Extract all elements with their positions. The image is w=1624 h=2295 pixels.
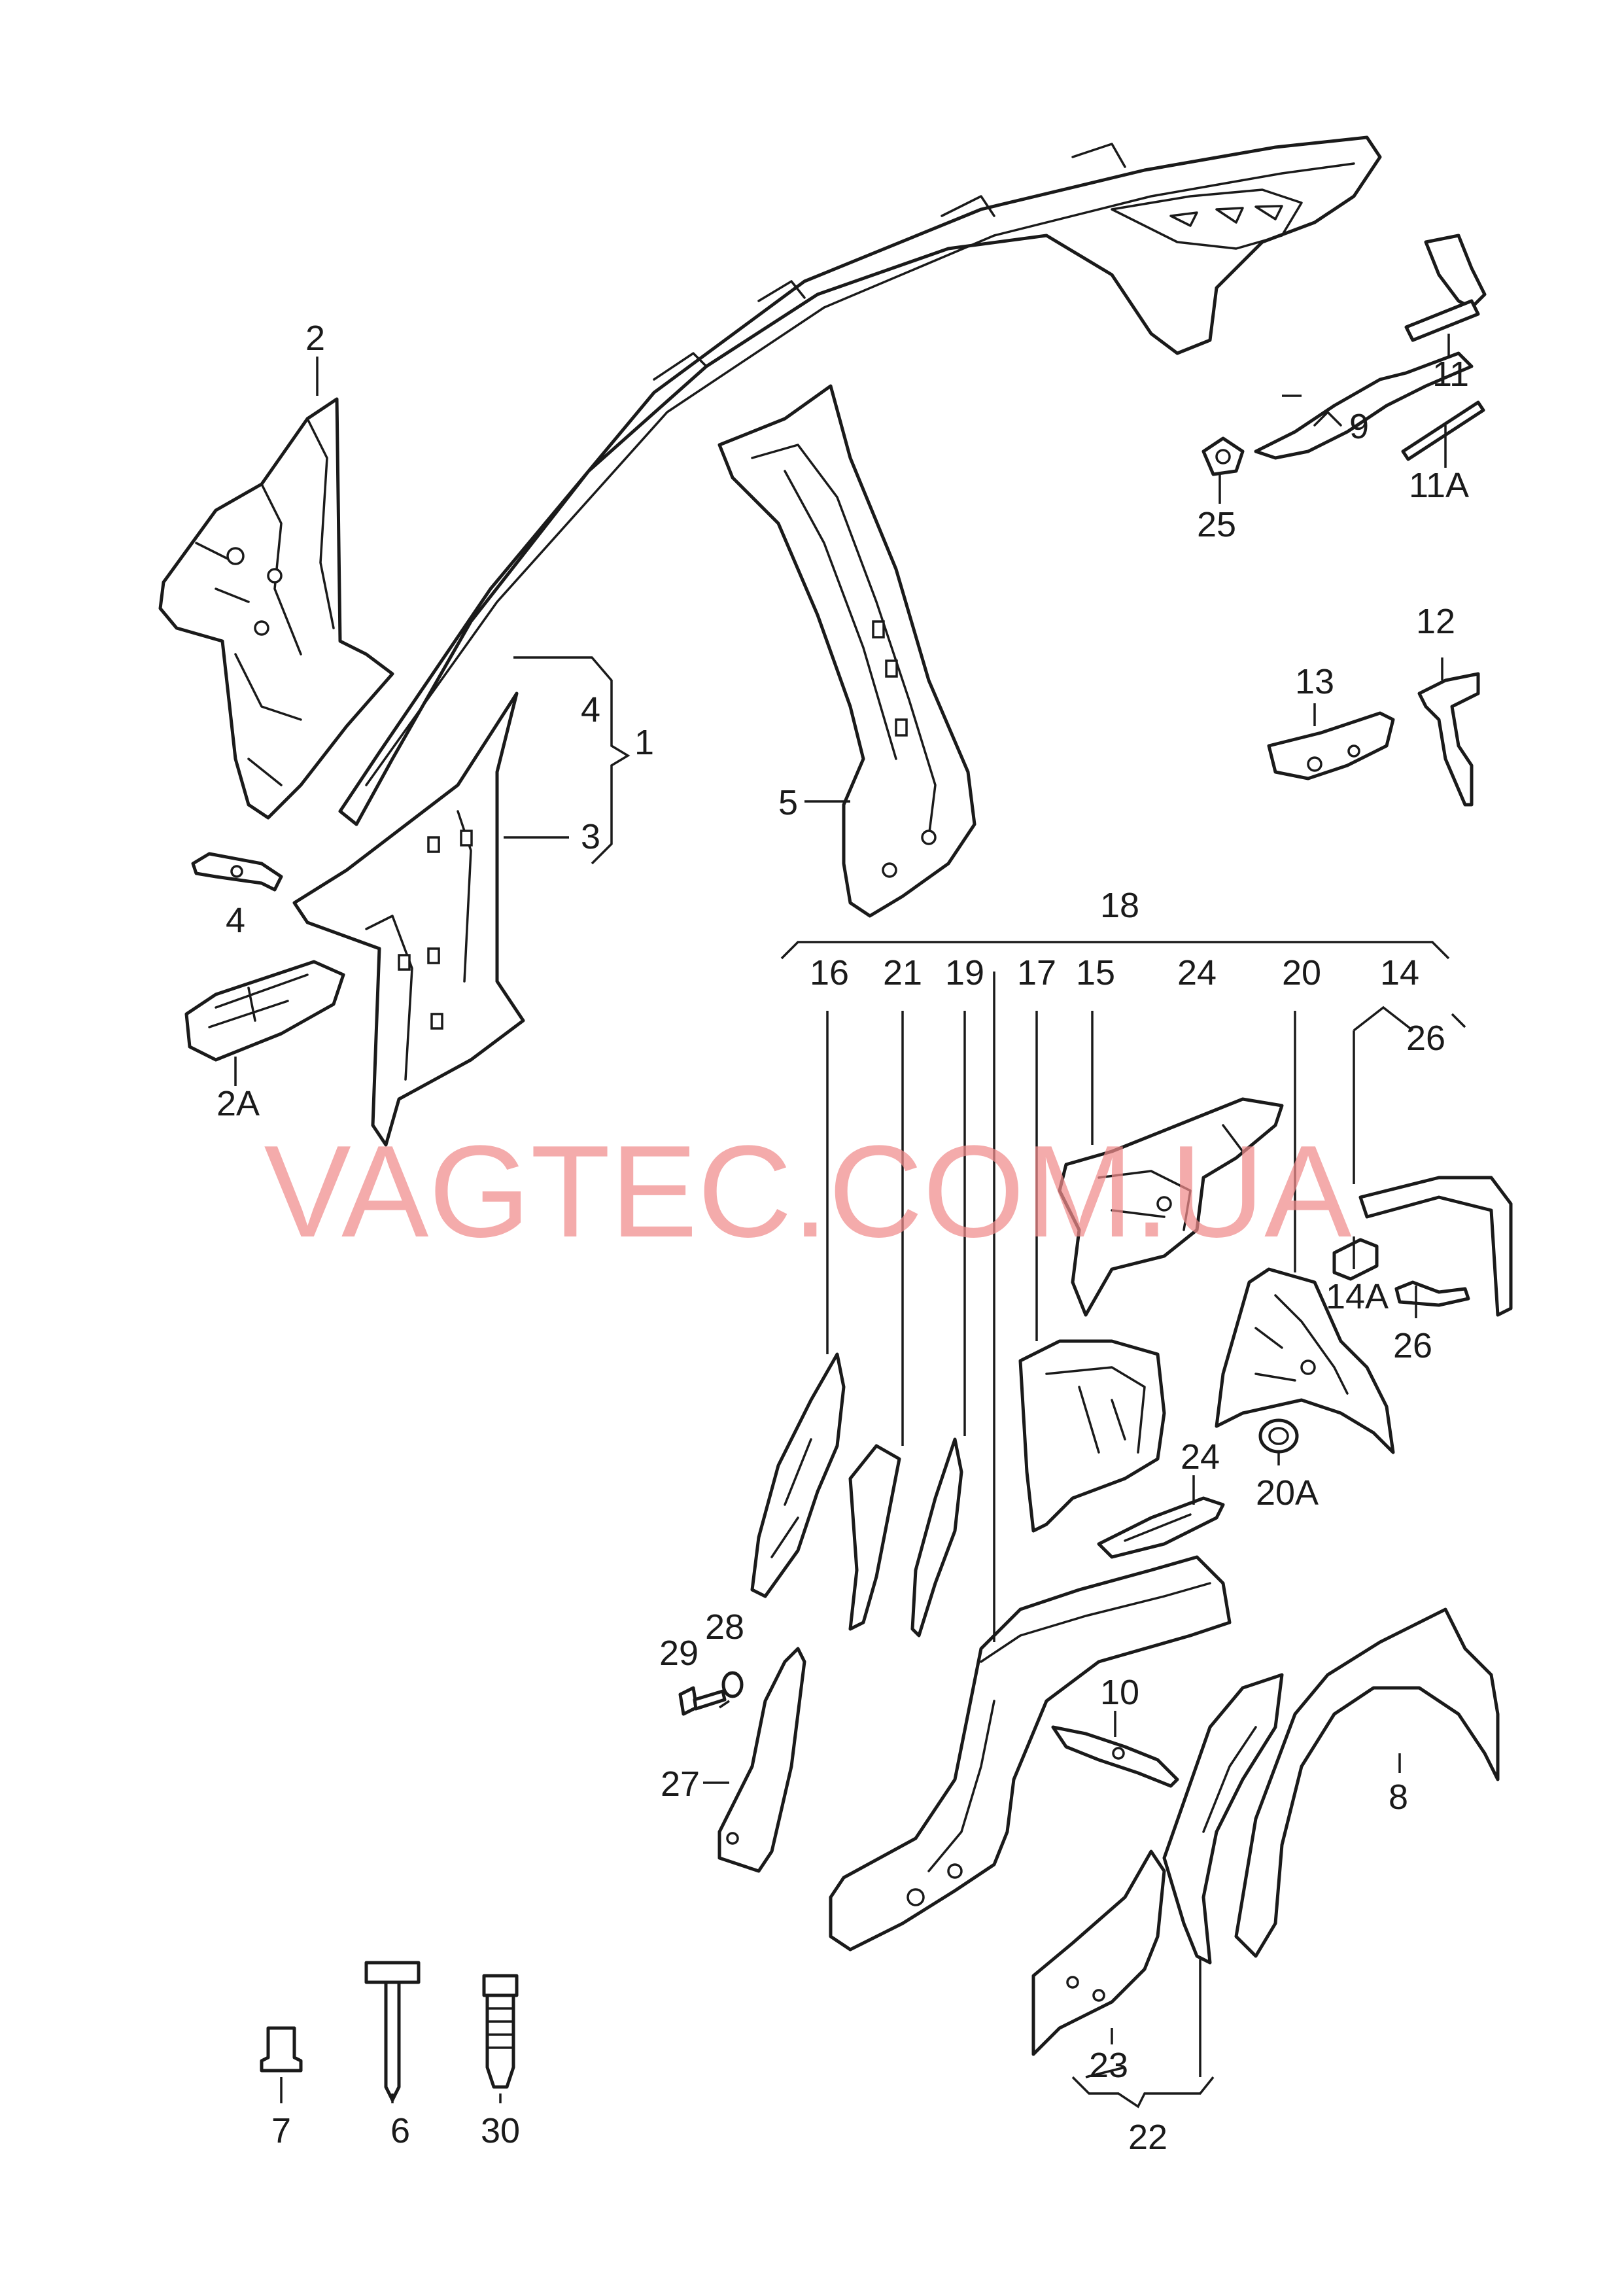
label-28: 28	[705, 1607, 744, 1647]
part-30-stud[interactable]	[482, 1974, 519, 2089]
part-8-wheel-arch[interactable]	[1234, 1607, 1500, 1958]
part-19-strip[interactable]	[910, 1437, 963, 1638]
label-6: 6	[390, 2111, 410, 2150]
part-18-rear-panel[interactable]	[829, 1555, 1232, 1952]
part-23-panel[interactable]	[1031, 1849, 1166, 2056]
label-15: 15	[1076, 953, 1115, 992]
label-4-rail: 4	[581, 690, 600, 729]
label-14: 14	[1380, 953, 1419, 992]
part-9-cable-bracket[interactable]	[1254, 351, 1474, 460]
part-21-strip[interactable]	[848, 1444, 901, 1631]
label-2a: 2A	[216, 1084, 260, 1123]
label-25: 25	[1197, 505, 1236, 544]
part-3-pillar-panel[interactable]	[292, 692, 525, 1147]
label-20a: 20A	[1256, 1473, 1319, 1513]
part-11-bracket[interactable]	[1404, 234, 1487, 342]
part-4-small-bracket[interactable]	[191, 852, 283, 892]
label-30: 30	[481, 2111, 520, 2150]
part-7-nut[interactable]	[260, 2026, 303, 2073]
part-15-wheelhouse-upper[interactable]	[1058, 1097, 1284, 1317]
part-14a-block[interactable]	[1332, 1238, 1379, 1281]
label-5: 5	[778, 783, 798, 822]
label-22: 22	[1128, 2118, 1167, 2157]
part-6-screw[interactable]	[364, 1961, 421, 2102]
part-20-wheelhouse-front[interactable]	[1215, 1267, 1395, 1454]
part-12-bracket[interactable]	[1417, 672, 1480, 807]
label-14a: 14A	[1326, 1277, 1389, 1316]
label-10: 10	[1100, 1673, 1139, 1712]
label-18: 18	[1100, 886, 1139, 925]
label-9: 9	[1349, 407, 1369, 446]
label-1: 1	[634, 723, 654, 762]
part-5-b-pillar[interactable]	[717, 384, 976, 918]
callout-labels: 2 4 1 3 5 4 2A 11 9 11A 25 12 13 18 16 2…	[216, 319, 1469, 2157]
label-24: 24	[1181, 1437, 1220, 1477]
label-20: 20	[1282, 953, 1321, 992]
part-17-inner-panel[interactable]	[1018, 1339, 1166, 1533]
label-23: 23	[1089, 2046, 1128, 2085]
part-10-brace[interactable]	[1051, 1725, 1179, 1788]
watermark-text: VAGTEC.COM.UA	[264, 1119, 1352, 1265]
label-8: 8	[1389, 1778, 1408, 1817]
label-4-bracket: 4	[226, 901, 245, 940]
part-2-pillar-bracket[interactable]	[158, 397, 394, 820]
part-14-arch-strip[interactable]	[1358, 1176, 1513, 1317]
part-13-bracket[interactable]	[1267, 711, 1395, 780]
label-11: 11	[1432, 355, 1469, 394]
leader-lines	[234, 334, 1466, 2109]
part-22-pillar-lower[interactable]	[1162, 1673, 1284, 1965]
label-21: 21	[883, 953, 922, 992]
label-12: 12	[1416, 602, 1455, 641]
label-17: 17	[1017, 953, 1056, 992]
part-20a-grommet[interactable]	[1258, 1418, 1299, 1454]
label-16: 16	[810, 953, 849, 992]
label-19: 19	[945, 953, 984, 992]
label-26: 26	[1393, 1326, 1432, 1365]
part-2a-tray[interactable]	[184, 960, 345, 1062]
label-11a: 11A	[1409, 466, 1469, 505]
part-4-roof-rail[interactable]	[338, 135, 1382, 826]
label-7: 7	[271, 2111, 291, 2150]
part-28-washer[interactable]	[721, 1671, 744, 1698]
label-13: 13	[1295, 662, 1334, 701]
label-29: 29	[659, 1634, 699, 1673]
label-26-top: 26	[1406, 1019, 1445, 1058]
label-3: 3	[581, 817, 600, 856]
label-24-top: 24	[1177, 953, 1217, 992]
label-27: 27	[661, 1764, 700, 1804]
part-25-clip[interactable]	[1201, 436, 1245, 476]
part-29-bolt[interactable]	[678, 1686, 727, 1716]
part-27-bracket[interactable]	[717, 1647, 806, 1873]
part-11a-strip[interactable]	[1401, 400, 1485, 461]
part-16-panel[interactable]	[750, 1352, 846, 1598]
part-26-clip[interactable]	[1394, 1280, 1470, 1307]
label-2: 2	[305, 319, 325, 358]
part-24-reinforcement[interactable]	[1097, 1496, 1225, 1559]
